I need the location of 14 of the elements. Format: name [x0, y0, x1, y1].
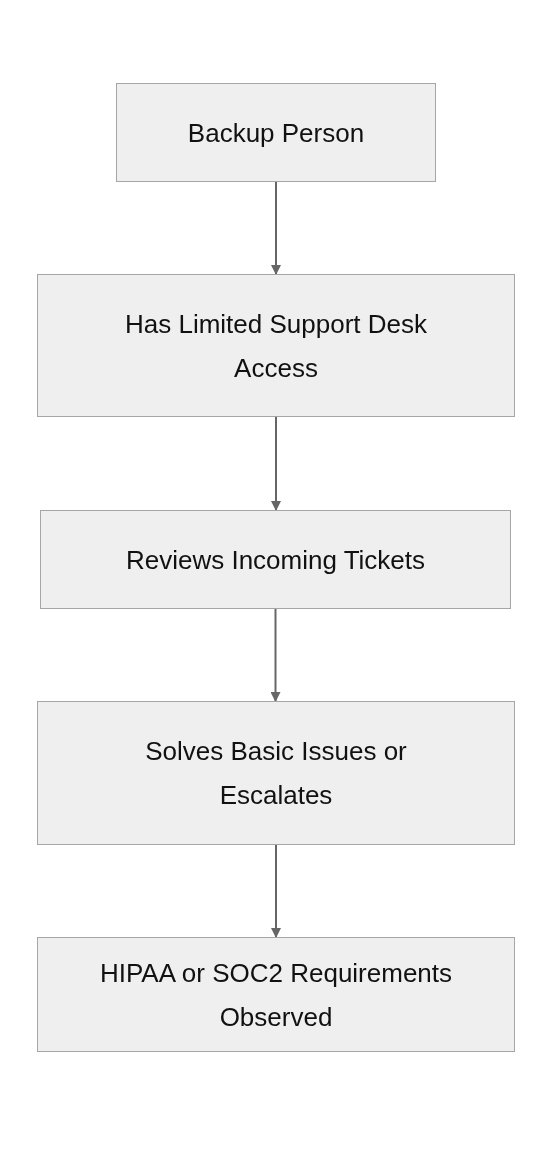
process-box: [37, 701, 515, 845]
box-label: Backup Person: [187, 116, 365, 150]
arrow: [270, 608, 281, 702]
arrow: [271, 844, 281, 938]
box-label: Solves Basic Issues or Escalates: [144, 735, 408, 812]
process-box: [40, 510, 511, 609]
process-box: [116, 83, 436, 182]
arrow: [271, 181, 281, 275]
arrow: [271, 416, 281, 511]
box-label: HIPAA or SOC2 Requirements Observed: [98, 956, 454, 1034]
process-box: [37, 274, 515, 417]
box-label: Has Limited Support Desk Access: [124, 307, 428, 385]
process-box: [37, 937, 515, 1052]
box-label: Reviews Incoming Tickets: [125, 543, 426, 577]
